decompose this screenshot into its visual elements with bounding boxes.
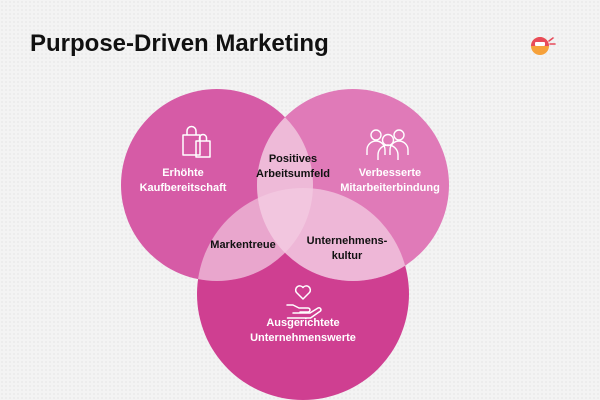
right-bottom-overlap-label-line2: kultur xyxy=(332,250,363,262)
group-of-people-icon xyxy=(366,129,409,160)
heart-in-hand-icon xyxy=(286,285,322,319)
page-title: Purpose-Driven Marketing xyxy=(30,30,329,57)
brand-logo-icon xyxy=(531,37,556,55)
top-overlap-label-line1: Positives xyxy=(269,153,317,165)
overlap-left-bottom xyxy=(197,188,313,281)
bottom-circle-label-line1: Ausgerichtete xyxy=(266,317,339,329)
right-bottom-overlap-label-line1: Unternehmens- xyxy=(307,235,388,247)
bottom-circle-label-line2: Unternehmenswerte xyxy=(250,332,356,344)
left-bottom-overlap-label: Markentreue xyxy=(210,239,275,251)
right-circle-label-line1: Verbesserte xyxy=(359,167,421,179)
overlap-right-bottom xyxy=(257,188,409,281)
left-circle-label-line2: Kaufbereitschaft xyxy=(140,182,227,194)
shopping-bags-icon xyxy=(182,125,211,158)
left-circle-label-line1: Erhöhte xyxy=(162,167,204,179)
top-overlap-label-line2: Arbeitsumfeld xyxy=(256,168,330,180)
right-circle-label-line2: Mitarbeiterbindung xyxy=(340,182,440,194)
